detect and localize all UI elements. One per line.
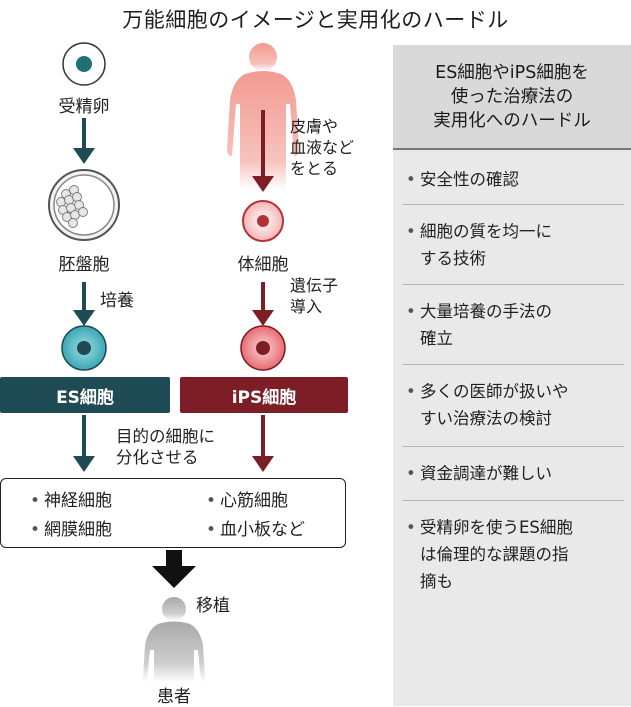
somatic-cell-label: 体細胞 [237,255,289,275]
hurdle-divider [402,204,624,205]
hurdle-item-text: 受精卵を使うES細胞 は倫理的な課題の指 摘も [420,518,573,591]
hurdle-item: •資金調達が難しい [406,460,626,487]
hurdle-item-text: 資金調達が難しい [420,464,552,483]
differentiate-note: 目的の細胞に 分化させる [116,427,215,467]
transplant-arrow [152,550,196,588]
hurdle-divider [402,284,624,285]
hurdles-panel-heading: ES細胞やiPS細胞を 使った治療法の 実用化へのハードル [393,45,631,150]
arrow-somatic-to-ips [252,282,274,326]
cell-item-label: 血小板など [220,520,306,540]
arrow-egg-to-blastocyst [73,118,95,164]
bullet: • [406,222,416,241]
hurdle-item-text: 大量培養の手法の 確立 [420,302,552,348]
hurdle-divider [402,364,624,365]
blastocyst-icon [48,169,120,241]
flow-graphic [48,42,299,682]
cell-item-label: 心筋細胞 [220,491,289,511]
patient-body-icon [143,597,205,682]
bullet: • [406,382,416,401]
hurdle-item-text: 細胞の質を均一に する技術 [420,222,552,268]
hurdles-heading-text: ES細胞やiPS細胞を 使った治療法の 実用化へのハードル [433,62,591,131]
gene-transfer-note: 遺伝子 導入 [290,276,339,316]
somatic-cell-icon [242,200,284,242]
ips-cell-icon [240,325,286,371]
bullet: • [206,491,217,511]
culture-label: 培養 [100,291,134,311]
arrow-body-to-somatic [252,110,274,192]
bullet: • [406,302,416,321]
bullet: • [406,518,416,537]
cell-item: •血小板など [206,515,305,540]
ips-cell-bar-label: iPS細胞 [231,387,297,408]
arrow-es-to-cells [73,415,95,472]
bullet: • [30,520,41,540]
ips-cell-bar: iPS細胞 [180,377,348,413]
target-cells-box [0,478,346,548]
cell-item: •神経細胞 [30,486,112,511]
arrow-blastocyst-to-es [73,282,95,326]
hurdle-divider [402,446,624,447]
cell-item: •網膜細胞 [30,515,112,540]
hurdle-item: •多くの医師が扱いや すい治療法の検討 [406,378,626,432]
diagram-title: 万能細胞のイメージと実用化のハードル [122,8,509,32]
egg-label: 受精卵 [58,97,110,117]
take-sample-note: 皮膚や 血液など をとる [290,117,355,178]
hurdles-panel [393,45,631,706]
cell-item-label: 神経細胞 [44,491,113,511]
hurdle-item: •受精卵を使うES細胞 は倫理的な課題の指 摘も [406,514,626,595]
hurdle-item: •細胞の質を均一に する技術 [406,218,626,272]
blastocyst-label: 胚盤胞 [58,255,110,275]
hurdle-item-text: 安全性の確認 [420,170,519,189]
patient-label: 患者 [157,687,191,707]
bullet: • [206,520,217,540]
es-cell-bar-label: ES細胞 [56,387,114,408]
egg-cell-icon [62,42,106,86]
transplant-label: 移植 [196,596,230,616]
hurdle-divider [402,500,624,501]
es-cell-icon [61,325,107,371]
bullet: • [406,170,416,189]
hurdle-item: •安全性の確認 [406,166,626,193]
hurdle-item-text: 多くの医師が扱いや すい治療法の検討 [420,382,569,428]
es-cell-bar: ES細胞 [0,377,170,413]
cell-item-label: 網膜細胞 [44,520,113,540]
hurdle-item: •大量培養の手法の 確立 [406,298,626,352]
cell-item: •心筋細胞 [206,486,288,511]
bullet: • [30,491,41,511]
arrow-ips-to-cells [252,415,274,472]
bullet: • [406,464,416,483]
